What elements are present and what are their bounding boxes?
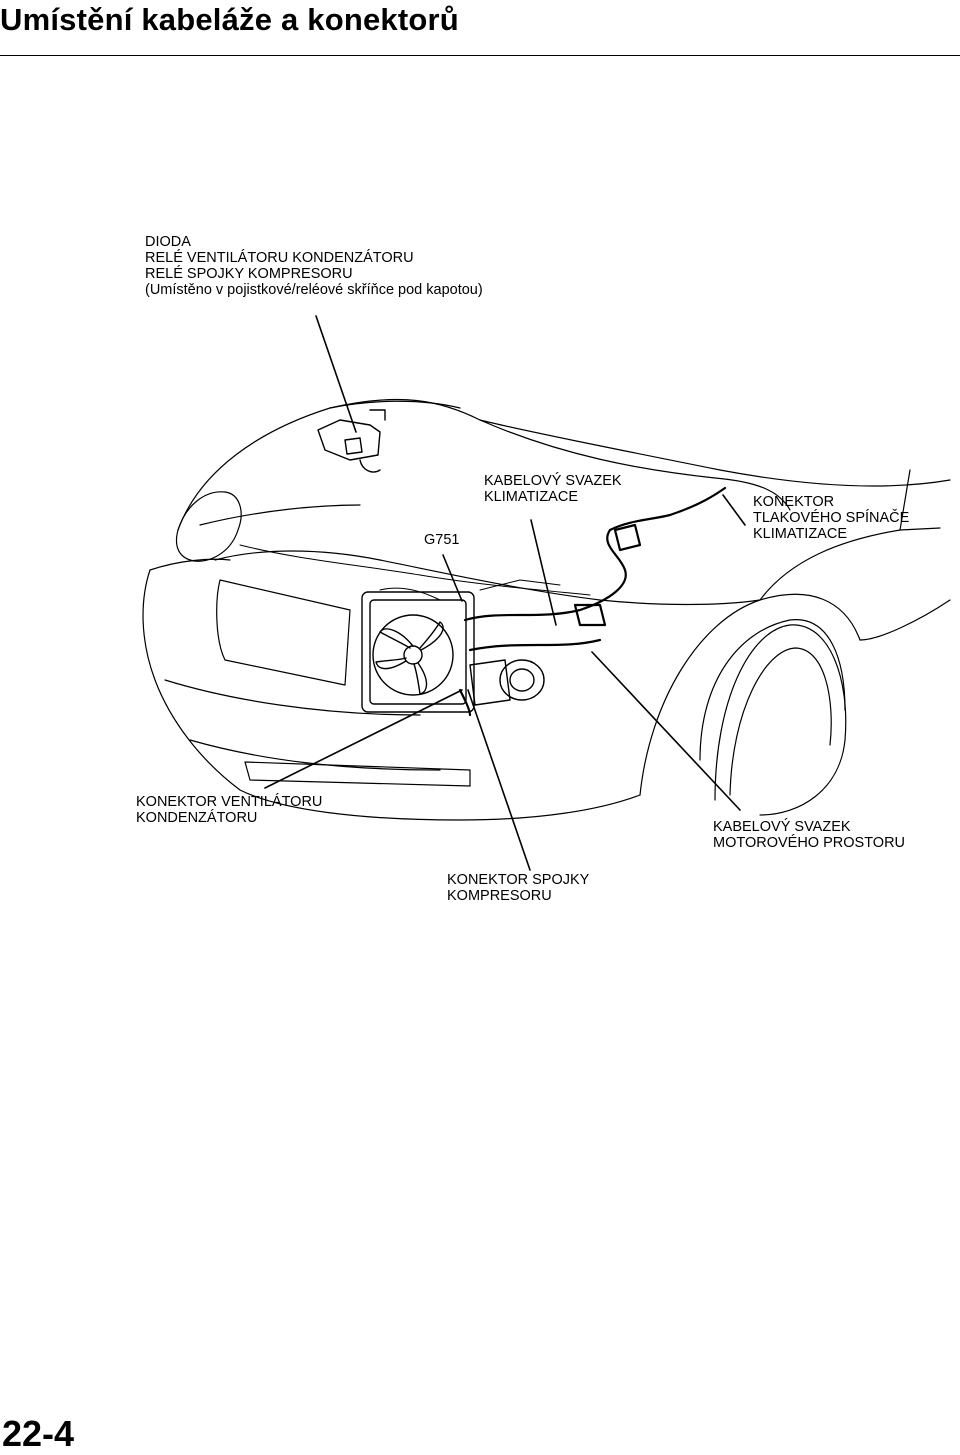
engine-harness-label-line-1: KABELOVÝ SVAZEK	[713, 819, 851, 835]
clutch-connector-label: KONEKTOR SPOJKY KOMPRESORU	[447, 872, 589, 904]
page-number: 22-4	[2, 1413, 75, 1454]
condenser-fan	[361, 591, 475, 713]
pressure-switch-label: KONEKTOR TLAKOVÉHO SPÍNAČE KLIMATIZACE	[753, 494, 909, 542]
relay-box-label-line-4: (Umístěno v pojistkové/reléové skříňce p…	[145, 282, 483, 298]
pressure-switch-label-line-1: KONEKTOR	[753, 494, 835, 510]
clutch-connector-label-line-1: KONEKTOR SPOJKY	[447, 872, 590, 888]
title-divider	[0, 55, 960, 56]
ground-label: G751	[424, 532, 460, 548]
clutch-connector-label-line-2: KOMPRESORU	[447, 888, 552, 904]
fan-connector-label-line-2: KONDENZÁTORU	[136, 810, 258, 826]
ac-harness-label-line-1: KABELOVÝ SVAZEK	[484, 473, 622, 489]
ac-harness-label-line-2: KLIMATIZACE	[484, 489, 578, 505]
ac-compressor	[469, 659, 545, 706]
page-title: Umístění kabeláže a konektorů	[0, 2, 459, 37]
relay-box-label-line-2: RELÉ VENTILÁTORU KONDENZÁTORU	[145, 250, 414, 266]
relay-box-label-line-3: RELÉ SPOJKY KOMPRESORU	[145, 266, 353, 282]
pressure-switch-label-line-3: KLIMATIZACE	[753, 526, 847, 542]
relay-box-label-line-1: DIODA	[145, 234, 191, 250]
ac-harness-wires	[458, 486, 727, 717]
relay-box-label: DIODA RELÉ VENTILÁTORU KONDENZÁTORU RELÉ…	[145, 234, 483, 298]
leader-lines	[264, 315, 746, 871]
engine-harness-label-line-2: MOTOROVÉHO PROSTORU	[713, 835, 906, 851]
car-body	[142, 398, 951, 821]
engine-harness-label: KABELOVÝ SVAZEK MOTOROVÉHO PROSTORU	[713, 819, 905, 851]
relay-box	[317, 409, 386, 473]
pressure-switch-label-line-2: TLAKOVÉHO SPÍNAČE	[753, 510, 910, 526]
fan-connector-label: KONEKTOR VENTILÁTORU KONDENZÁTORU	[136, 794, 322, 826]
ac-harness-label: KABELOVÝ SVAZEK KLIMATIZACE	[484, 473, 622, 505]
fan-connector-label-line-1: KONEKTOR VENTILÁTORU	[136, 794, 323, 810]
